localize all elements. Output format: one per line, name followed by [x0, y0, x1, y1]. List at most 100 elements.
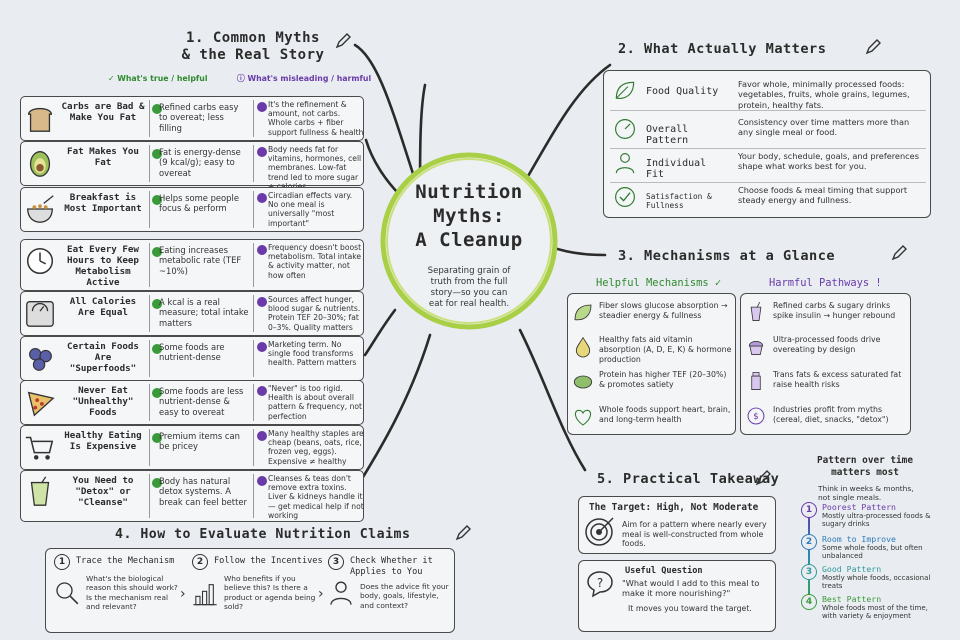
question-title: Useful Question [625, 566, 703, 576]
question-card [578, 560, 776, 632]
section4-card [45, 548, 455, 633]
step-number-badge: 3 [328, 554, 344, 570]
row-divider [253, 429, 254, 466]
myth-true-text: Helps some people focus & perform [159, 193, 239, 214]
exclamation-icon: ⓘ [237, 74, 248, 83]
pattern-level-badge: 3 [801, 564, 817, 580]
blueberries-icon [23, 341, 57, 375]
section1-title-line: & the Real Story [181, 47, 325, 63]
pattern-level-title: Good Pattern [822, 564, 882, 574]
myth-true-text: Body has natural detox systems. A break … [159, 476, 247, 507]
step-title: Trace the Mechanism [76, 556, 175, 566]
check-icon [152, 195, 162, 205]
pattern-title: Pattern over time matters most [800, 455, 930, 478]
myth-true-text: Some foods are less nutrient-dense & eas… [159, 386, 244, 417]
section1-title-line: 1. Common Myths [186, 30, 320, 46]
row-divider [149, 100, 150, 137]
check-icon [152, 299, 162, 309]
helpful-mechanism-text: Fiber slows glucose absorption → steadie… [599, 301, 728, 320]
myth-row: Certain Foods Are "Superfoods" Some foods… [20, 336, 364, 381]
harmful-header-label: Harmful Pathways [769, 277, 870, 289]
matters-label: Food Quality [646, 86, 719, 97]
center-title-line: Nutrition [415, 181, 523, 203]
myth-misleading-text: It's the refinement & amount, not carbs.… [268, 100, 364, 137]
myth-misleading-text: Many healthy staples are cheap (beans, o… [268, 429, 364, 466]
question-text: "What would I add to this meal to make i… [622, 578, 760, 598]
row-divider [253, 384, 254, 421]
center-subtitle-line: story—so you can [430, 288, 508, 298]
myth-name: Carbs are Bad & Make You Fat [61, 101, 145, 123]
section4-title: 4. How to Evaluate Nutrition Claims [115, 527, 411, 542]
section3-title: 3. Mechanisms at a Glance [618, 248, 836, 264]
row-divider [253, 191, 254, 228]
pattern-title-line: Pattern over time [817, 455, 913, 466]
exclamation-icon [257, 193, 267, 203]
pattern-level-title: Best Pattern [822, 594, 882, 604]
check-icon [152, 149, 162, 159]
step-text: Who benefits if you believe this? Is the… [224, 574, 316, 612]
leaf-icon [612, 78, 638, 104]
step-title: Check Whether it Applies to You [350, 556, 433, 577]
avocado-icon [23, 146, 57, 180]
matters-text: Choose foods & meal timing that support … [738, 185, 908, 206]
clock-icon [23, 244, 57, 278]
exclamation-icon [257, 342, 267, 352]
scale-icon [23, 296, 57, 330]
check-circle-icon [612, 184, 638, 210]
branch-section2 [518, 63, 612, 192]
person-icon [612, 150, 638, 176]
pattern-level-text: Some whole foods, but often unbalanced [822, 544, 923, 561]
soda-cup-icon [745, 301, 767, 323]
harmful-card [740, 293, 911, 435]
row-divider [253, 145, 254, 182]
bottle-icon [745, 370, 767, 392]
row-divider [149, 191, 150, 228]
helpful-mechanism-text: Whole foods support heart, brain, and lo… [599, 405, 731, 424]
arrow-right-icon: › [180, 586, 186, 602]
check-icon [152, 433, 162, 443]
check-icon: ✓ [714, 277, 722, 289]
target-icon [585, 517, 614, 546]
row-divider [253, 474, 254, 518]
pattern-level-badge: 2 [801, 534, 817, 550]
myth-name: Certain Foods Are "Superfoods" [67, 341, 139, 374]
myth-name: Eat Every Few Hours to Keep Metabolism A… [67, 244, 139, 288]
pattern-progress-line [808, 512, 810, 604]
myth-true-text: Some foods are nutrient-dense [159, 342, 225, 363]
gauge-icon [612, 116, 638, 142]
question-bubble-icon: ? [587, 571, 613, 598]
myth-misleading-text: "Never" is too rigid. Health is about ov… [268, 384, 363, 421]
helpful-header-label: Helpful Mechanisms [596, 277, 709, 289]
myth-name: Breakfast is Most Important [64, 192, 142, 214]
exclamation-icon [257, 102, 267, 112]
myth-name: Never Eat "Unhealthy" Foods [72, 385, 134, 418]
myth-misleading-text: Body needs fat for vitamins, hormones, c… [268, 145, 362, 191]
harmful-pathway-text: Trans fats & excess saturated fat raise … [773, 370, 902, 389]
helpful-mechanism-text: Protein has higher TEF (20–30%) & promot… [599, 370, 727, 389]
row-divider [253, 243, 254, 287]
myth-name: You Need to "Detox" or "Cleanse" [72, 475, 134, 508]
myth-name: Healthy Eating Is Expensive [64, 430, 142, 452]
exclamation-icon [257, 476, 267, 486]
matters-text: Favor whole, minimally processed foods: … [738, 79, 910, 110]
magnifier-icon [52, 578, 82, 608]
step-text: Does the advice fit your body, goals, li… [360, 582, 449, 610]
center-subtitle-line: truth from the full [430, 277, 508, 287]
exclamation-icon [257, 245, 267, 255]
myth-row: You Need to "Detox" or "Cleanse" Body has… [20, 470, 364, 522]
question-sub: It moves you toward the target. [628, 604, 752, 613]
row-divider [149, 295, 150, 332]
pattern-level-title: Poorest Pattern [822, 502, 896, 512]
bread-icon [23, 101, 57, 135]
misleading-header-label: What's misleading / harmful [247, 74, 372, 83]
myth-misleading-text: Cleanses & teas don't remove extra toxin… [268, 474, 364, 520]
row-divider [149, 474, 150, 518]
user-icon [326, 578, 356, 608]
harmful-pathway-text: Refined carbs & sugary drinks spike insu… [773, 301, 896, 320]
section2-title: 2. What Actually Matters [618, 41, 827, 57]
center-subtitle-line: Separating grain of [427, 266, 511, 276]
branch-left-upper [364, 138, 402, 197]
